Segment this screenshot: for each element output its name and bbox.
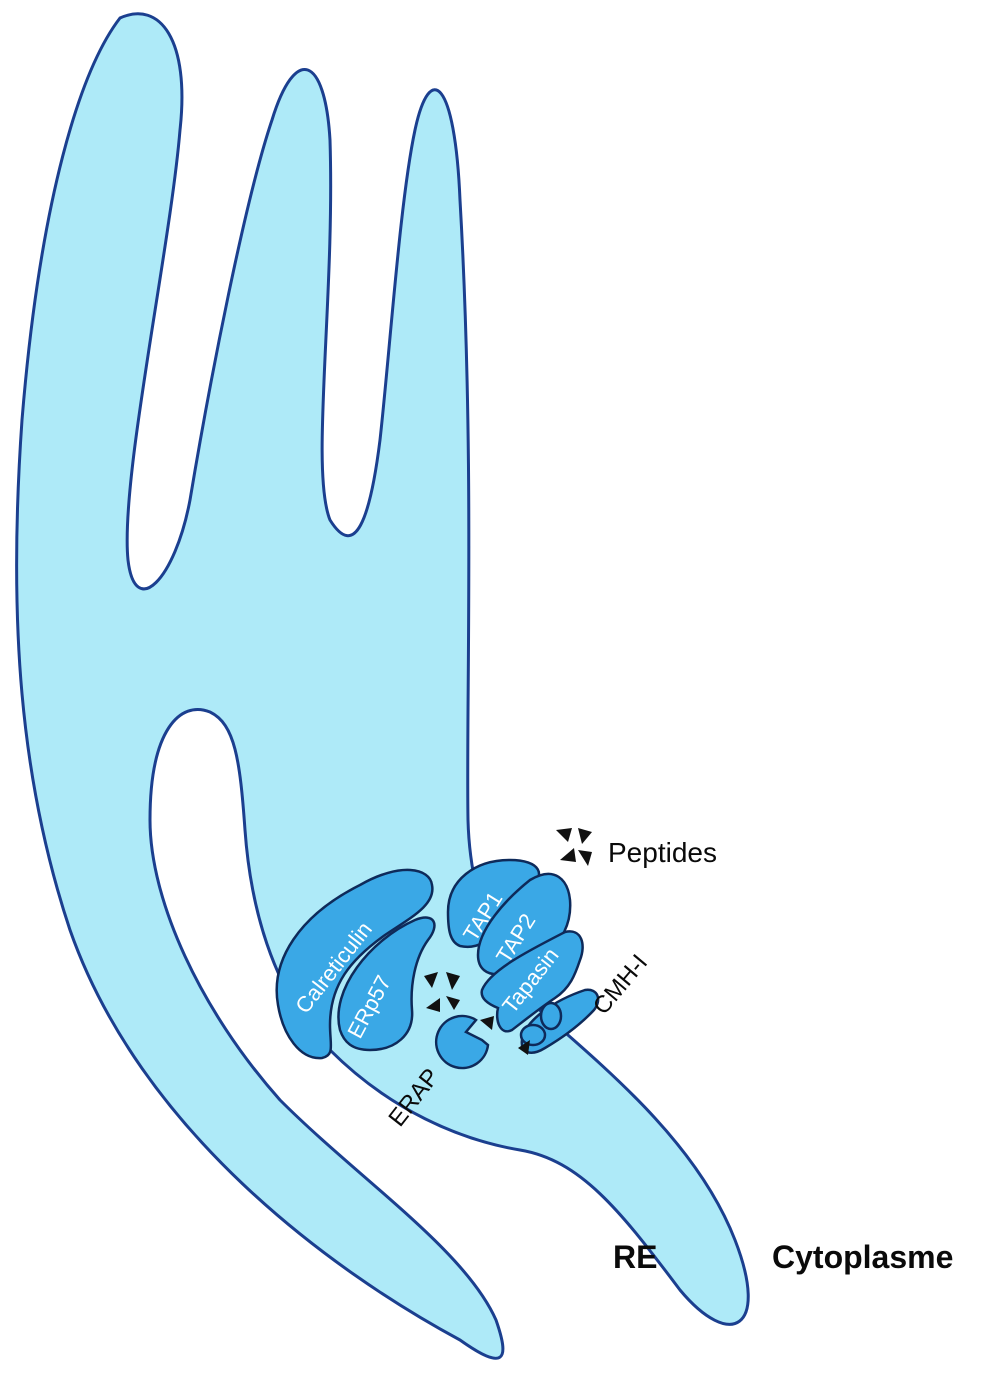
peptide-fragment <box>556 828 572 842</box>
peptides-label: Peptides <box>608 837 717 868</box>
peptide-fragment <box>578 850 592 866</box>
peptides-group <box>556 828 592 866</box>
re-label: RE <box>613 1239 657 1275</box>
cmh-label: CMH-I <box>588 949 653 1019</box>
cytoplasme-label: Cytoplasme <box>772 1239 953 1275</box>
er-membrane <box>17 14 749 1359</box>
peptide-fragment <box>560 848 576 862</box>
peptide-fragment <box>578 828 592 844</box>
